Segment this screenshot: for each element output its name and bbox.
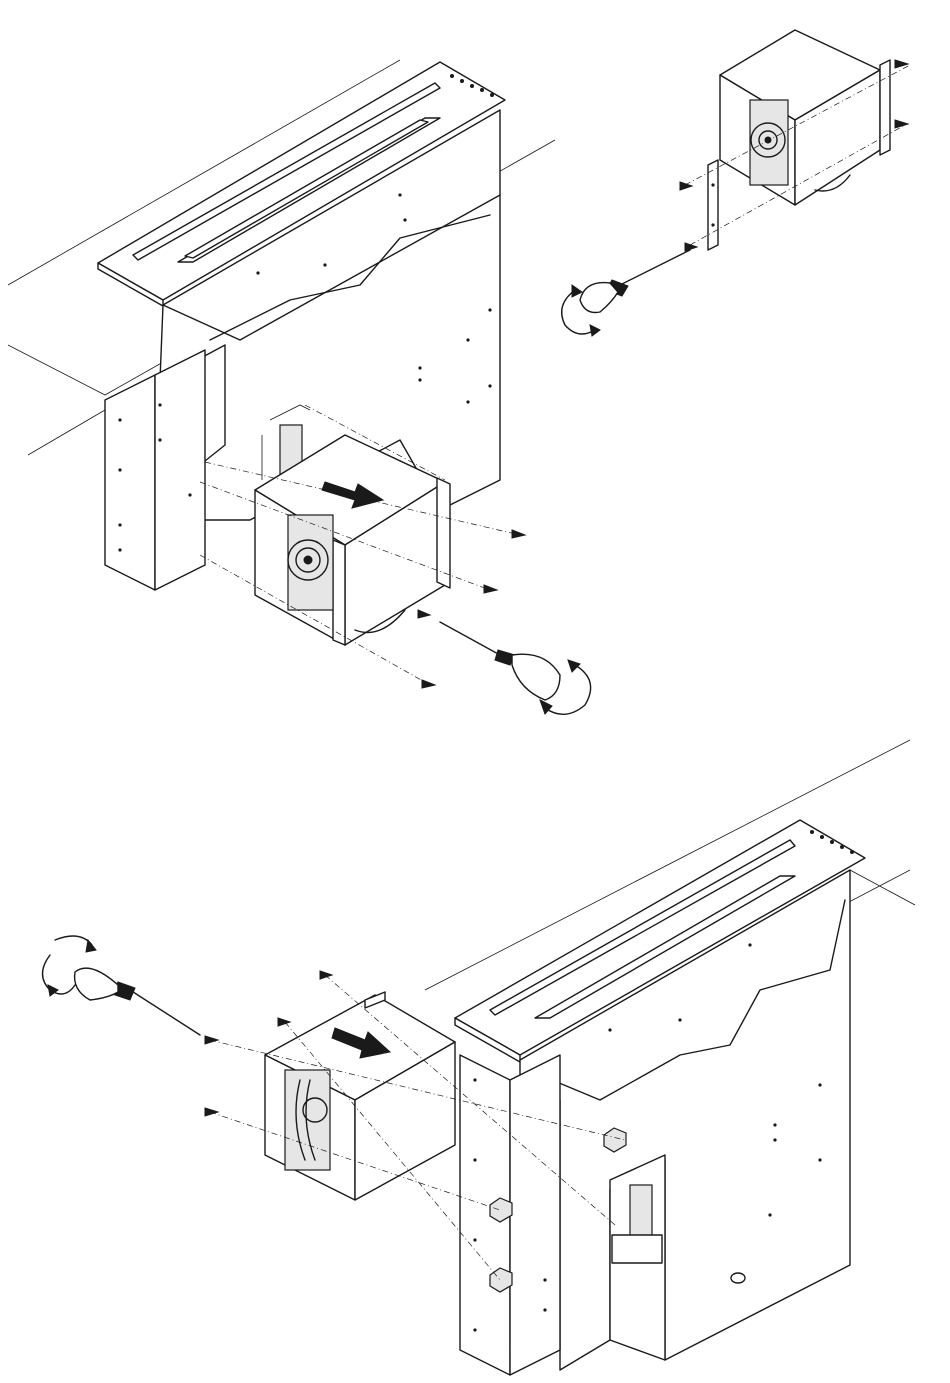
detail-motor-box	[720, 30, 890, 205]
rear-column	[610, 1155, 665, 1360]
detail-screwdriver-icon	[562, 250, 690, 336]
screwdriver-icon	[440, 622, 591, 714]
screwdriver-icon-rear	[43, 936, 201, 1035]
hood-left-leg	[105, 350, 205, 590]
step-3-hood-rear-assembly	[43, 740, 916, 1375]
step-1-hood-front-assembly	[8, 60, 591, 714]
fan-grille-rear	[285, 1070, 330, 1170]
detail-bracket	[708, 160, 718, 250]
detail-fan	[750, 100, 788, 185]
step-2-motor-box-detail	[562, 30, 910, 336]
motor-box-rear	[265, 992, 455, 1200]
